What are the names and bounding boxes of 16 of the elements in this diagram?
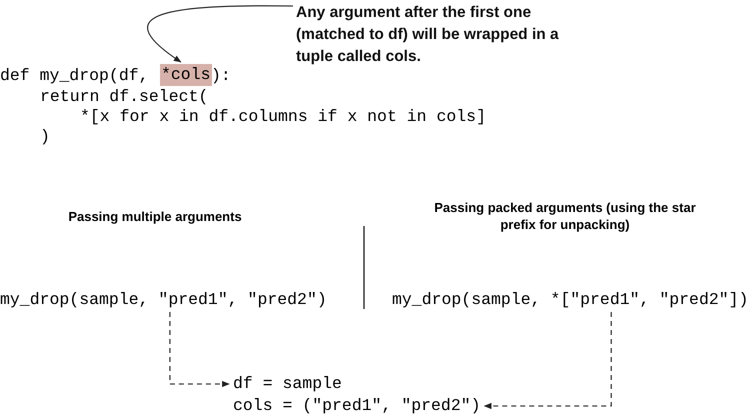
dashed-arrow (484, 312, 612, 410)
assignment-code: cols = ("pred1", "pred2") (233, 396, 481, 415)
function-call: my_drop(sample, *["pred1", "pred2"]) (392, 290, 748, 310)
code-line: ) (40, 127, 50, 147)
arrow (147, 5, 293, 62)
highlighted-parameter: *cols (160, 64, 212, 86)
assignment-code: df = sample (233, 374, 342, 394)
code-line: def my_drop(df, (0, 66, 149, 86)
annotation-text: Any argument after the first one (matched to df) will be wrapped in a tuple called cols. (296, 2, 596, 68)
code-line: *[x for x in df.columns if x not in cols] (80, 107, 486, 127)
section-heading: Passing packed arguments (using the star prefix for unpacking) (433, 199, 697, 233)
dashed-arrow (169, 312, 230, 388)
function-call: my_drop(sample, "pred1", "pred2") (0, 290, 327, 310)
code-line: ): (211, 66, 231, 86)
code-line: return df.select( (40, 87, 208, 107)
section-heading: Passing multiple arguments (67, 208, 243, 226)
